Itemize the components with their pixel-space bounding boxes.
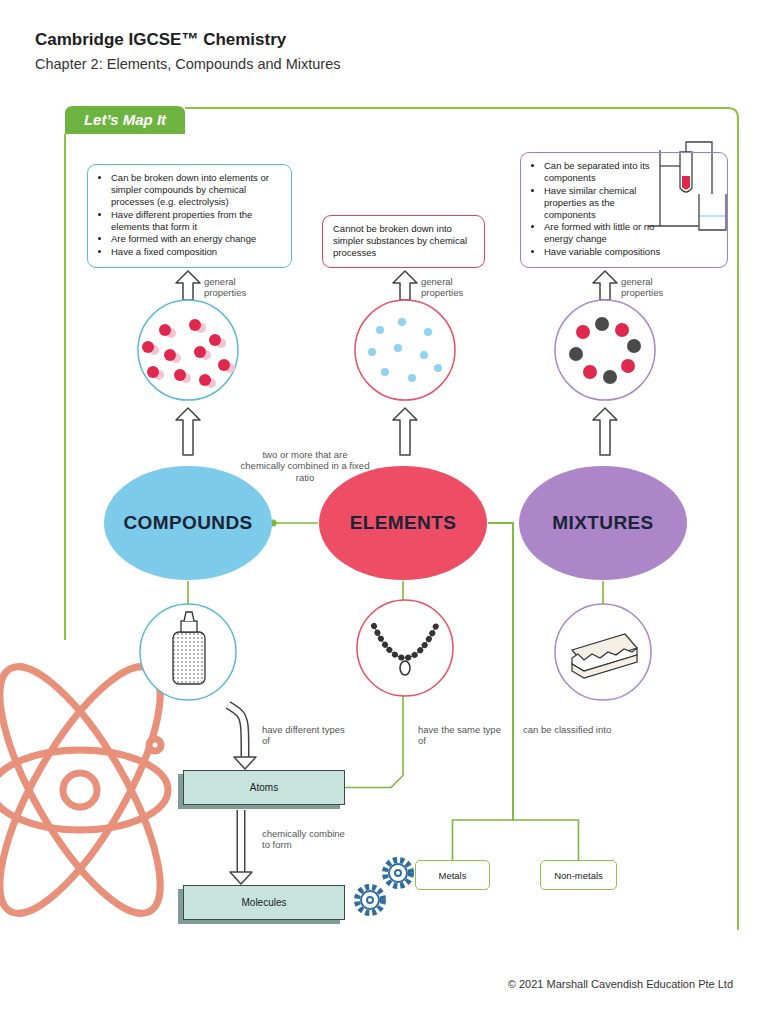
map-tab	[65, 106, 185, 134]
box-text: Non-metals	[554, 870, 603, 881]
arrow-head	[234, 757, 256, 769]
gear-icons	[357, 860, 411, 913]
concept-name: COMPOUNDS	[123, 512, 252, 534]
bullet-list: Can be broken down into elements or simp…	[98, 172, 283, 258]
property-text: Have similar chemical properties as the …	[544, 185, 661, 221]
hollow-arrow-fill	[228, 705, 245, 757]
connector-label: chemically combine to form	[262, 828, 347, 851]
connector-label: have different types of	[262, 724, 352, 747]
page-title: Cambridge IGCSE™ Chemistry	[35, 30, 286, 50]
concept-name: MIXTURES	[552, 512, 653, 534]
up-arrows	[176, 271, 617, 455]
separation-apparatus	[648, 142, 726, 230]
ellipse-fill	[519, 466, 687, 580]
hollow-arrow-outline	[228, 705, 245, 757]
bullet-list: Can be separated into its componentsHave…	[531, 160, 661, 258]
connector-label: can be classified into	[523, 724, 613, 735]
connector-label: have the same type of	[418, 724, 508, 747]
particle-box: Atoms	[183, 770, 345, 805]
property-box: Can be broken down into elements or simp…	[87, 164, 292, 268]
dishwashing-bottle-icon	[140, 604, 236, 700]
connector	[453, 523, 514, 860]
particle-box: Molecules	[183, 885, 345, 920]
stem-line	[602, 581, 604, 604]
frame-line	[64, 134, 66, 640]
concept-name: ELEMENTS	[350, 512, 457, 534]
hollow-arrow-outline	[237, 810, 246, 872]
hollow-arrow-fill	[238, 810, 244, 872]
copyright-caption: © 2021 Marshall Cavendish Education Pte …	[508, 978, 733, 990]
arrow-label: general properties	[621, 276, 683, 299]
concept-ellipse: ELEMENTS	[318, 465, 488, 581]
section-tab-label: Let’s Map It	[65, 106, 185, 134]
box-text: Atoms	[250, 782, 278, 793]
property-text: Have a fixed composition	[111, 246, 283, 258]
property-text: Cannot be broken down into simpler subst…	[333, 223, 476, 259]
connector-line	[273, 522, 318, 524]
arrow-label: general properties	[204, 276, 266, 299]
connector	[270, 520, 319, 527]
property-text: Are formed with little or no energy chan…	[544, 221, 661, 245]
mixture-particles	[555, 300, 655, 400]
concept-ellipse: COMPOUNDS	[103, 465, 273, 581]
class-box: Non-metals	[540, 860, 617, 890]
sandwich-icon	[555, 604, 651, 700]
arrow-head	[230, 872, 252, 884]
ellipse-fill	[319, 466, 487, 580]
ellipse-fill	[104, 466, 272, 580]
necklace-icon	[357, 600, 453, 696]
connector-label: two or more that are chemically combined…	[240, 449, 370, 483]
property-text: Can be broken down into elements or simp…	[111, 172, 283, 208]
arrow-label: general properties	[421, 276, 483, 299]
class-box: Metals	[415, 860, 490, 890]
chapter-subtitle: Chapter 2: Elements, Compounds and Mixtu…	[35, 56, 340, 72]
element-particles	[355, 300, 455, 400]
property-text: Have different properties from the eleme…	[111, 209, 283, 233]
compound-particles	[138, 300, 238, 400]
box-text: Metals	[439, 870, 467, 881]
connector	[230, 810, 252, 884]
property-text: Have variable compositions	[544, 246, 661, 258]
property-box: Can be separated into its componentsHave…	[520, 152, 728, 268]
concept-ellipse: MIXTURES	[518, 465, 688, 581]
property-text: Are formed with an energy change	[111, 233, 283, 245]
box-text: Molecules	[241, 897, 286, 908]
property-text: Can be separated into its components	[544, 160, 661, 184]
property-box: Cannot be broken down into simpler subst…	[322, 215, 485, 268]
connector-line	[453, 523, 514, 860]
map-frame	[65, 108, 738, 930]
